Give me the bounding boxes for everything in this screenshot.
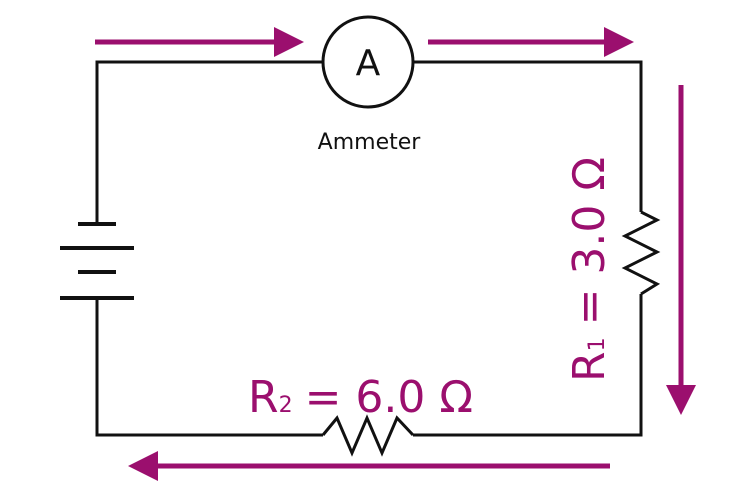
ammeter-letter: A [356, 43, 381, 84]
resistor-r2-subscript: 2 [279, 393, 293, 418]
resistor-r1-value: = 3.0 Ω [564, 157, 615, 325]
wire-right-lower [413, 294, 643, 437]
wire-top-right [413, 60, 643, 212]
battery-symbol [60, 222, 134, 300]
wire-top-left [95, 60, 323, 224]
ammeter-label: Ammeter [318, 130, 422, 155]
resistor-r1-name: R [564, 351, 615, 382]
ammeter-circle [321, 15, 415, 109]
resistor-r2-value: = 6.0 Ω [305, 372, 473, 423]
resistor-r2-label: R2 = 6.0 Ω [248, 372, 473, 423]
resistor-r1-subscript: 1 [585, 337, 610, 351]
resistor-r2-name: R [248, 372, 279, 423]
resistor-r2-zigzag [321, 414, 415, 457]
resistor-r1-label: R1 = 3.0 Ω [564, 157, 615, 382]
wire-bottom-left [95, 298, 323, 437]
resistor-r1-zigzag [621, 210, 661, 296]
ammeter-symbol: A [321, 15, 415, 109]
